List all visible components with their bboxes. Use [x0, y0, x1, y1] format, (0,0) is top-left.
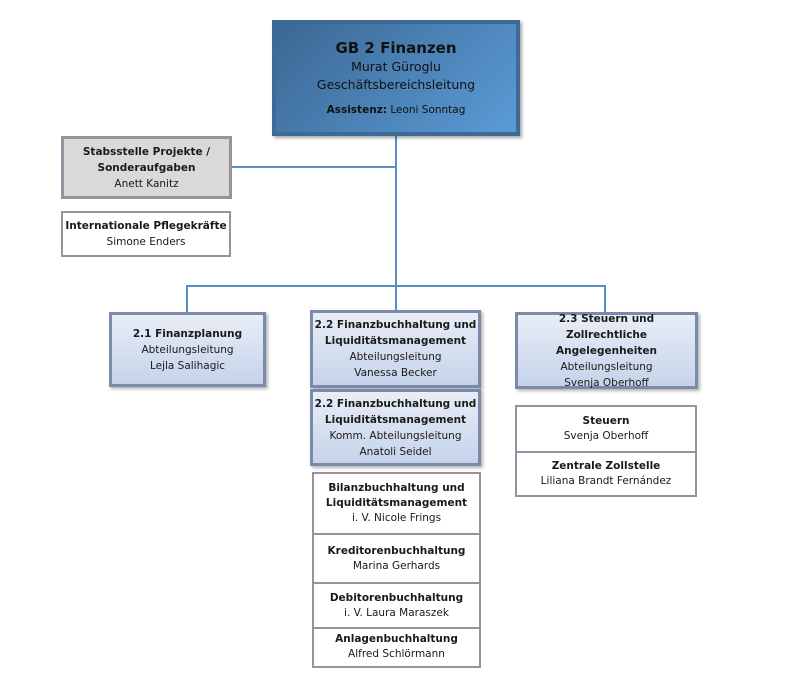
unit-item-debitoren: Debitorenbuchhaltung i. V. Laura Marasze…	[314, 584, 479, 629]
connector-head-trunk	[395, 135, 397, 286]
unit-title-2: Liquiditätsmanagement	[325, 497, 468, 509]
dept-name: Svenja Oberhoff	[564, 376, 649, 389]
dept-role: Abteilungsleitung	[141, 343, 234, 356]
dept-box-23: 2.3 Steuern und Zollrechtliche Angelegen…	[515, 312, 698, 389]
dept-title-2: Angelegenheiten	[556, 344, 657, 357]
connector-staff	[232, 166, 396, 168]
unit-title: Debitorenbuchhaltung	[329, 591, 464, 604]
staff-box-pflegekraefte: Internationale Pflegekräfte Simone Ender…	[61, 211, 231, 257]
dept-role: Abteilungsleitung	[560, 360, 653, 373]
unit-title: Zentrale Zollstelle	[551, 459, 661, 472]
dept-box-21: 2.1 Finanzplanung Abteilungsleitung Lejl…	[109, 312, 266, 387]
unit-name: i. V. Laura Maraszek	[344, 606, 449, 619]
unit-item-zollstelle: Zentrale Zollstelle Liliana Brandt Ferná…	[517, 453, 695, 494]
dept-title: 2.2 Finanzbuchhaltung und	[314, 397, 477, 410]
unit-title: Bilanzbuchhaltung und	[328, 482, 465, 494]
connector-dept-21	[186, 285, 188, 313]
dept-name: Vanessa Becker	[354, 367, 437, 379]
staff-name: Anett Kanitz	[114, 177, 179, 190]
unit-item-steuern: Steuern Svenja Oberhoff	[517, 407, 695, 453]
head-role: Geschäftsbereichsleitung	[316, 77, 476, 92]
unit-name: Alfred Schlörmann	[348, 648, 445, 660]
unit-item-anlagen: Anlagenbuchhaltung Alfred Schlörmann	[314, 629, 479, 665]
units-23-list: Steuern Svenja Oberhoff Zentrale Zollste…	[515, 405, 697, 497]
unit-name: Liliana Brandt Fernández	[540, 474, 672, 487]
unit-name: Svenja Oberhoff	[563, 430, 649, 442]
unit-item-bilanz: Bilanzbuchhaltung und Liquiditätsmanagem…	[314, 474, 479, 535]
staff-title-2: Sonderaufgaben	[97, 161, 196, 174]
head-box: GB 2 Finanzen Murat Güroglu Geschäftsber…	[272, 20, 520, 136]
unit-name: i. V. Nicole Frings	[351, 512, 442, 524]
dept-title-2: Liquiditätsmanagement	[324, 335, 467, 347]
head-title: GB 2 Finanzen	[335, 39, 457, 57]
unit-title: Steuern	[582, 415, 630, 427]
connector-dept-23	[604, 285, 606, 313]
dept-name: Lejla Salihagic	[149, 359, 226, 372]
dept-title: 2.3 Steuern und Zollrechtliche	[558, 312, 655, 341]
unit-title: Anlagenbuchhaltung	[335, 633, 458, 645]
units-22-list: Bilanzbuchhaltung und Liquiditätsmanagem…	[312, 472, 481, 668]
unit-name: Marina Gerhards	[352, 559, 441, 572]
assistant-name: Leoni Sonntag	[390, 104, 466, 116]
dept-title: 2.1 Finanzplanung	[132, 327, 243, 340]
head-name: Murat Güroglu	[351, 59, 441, 74]
staff-title: Stabsstelle Projekte /	[82, 145, 211, 158]
assistant-label: Assistenz:	[326, 104, 387, 116]
dept-role: Komm. Abteilungsleitung	[329, 429, 462, 442]
unit-title: Kreditorenbuchhaltung	[327, 544, 466, 557]
dept-role: Abteilungsleitung	[349, 351, 442, 363]
head-assistant: Assistenz: Leoni Sonntag	[327, 102, 466, 118]
connector-dept-22	[395, 285, 397, 311]
unit-item-kreditoren: Kreditorenbuchhaltung Marina Gerhards	[314, 535, 479, 584]
dept-box-22-komm: 2.2 Finanzbuchhaltung und Liquiditätsman…	[310, 389, 481, 466]
dept-title-2: Liquiditätsmanagement	[324, 413, 467, 426]
dept-name: Anatoli Seidel	[359, 445, 432, 458]
dept-box-22-lead: 2.2 Finanzbuchhaltung und Liquiditätsman…	[310, 310, 481, 388]
dept-title: 2.2 Finanzbuchhaltung und	[314, 319, 477, 331]
staff-name: Simone Enders	[106, 236, 186, 248]
staff-box-projekte: Stabsstelle Projekte / Sonderaufgaben An…	[61, 136, 232, 199]
staff-title: Internationale Pflegekräfte	[65, 220, 227, 232]
